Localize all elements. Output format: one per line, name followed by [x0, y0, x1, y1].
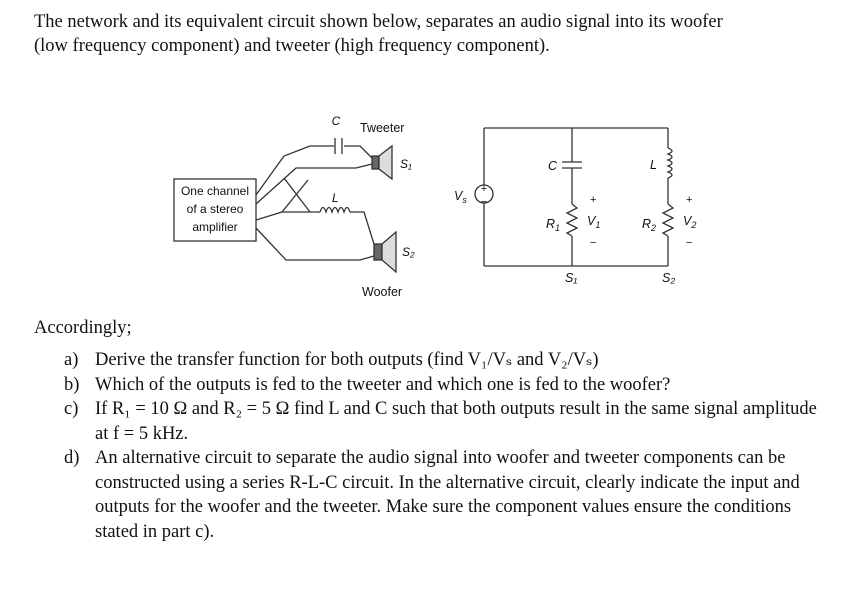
vs-label: Vs: [454, 189, 467, 205]
resistor-r2: [661, 203, 675, 237]
wire-amp-to-tweeter-low: [255, 163, 373, 205]
question-text: If R₁ = 10 Ω and R₂ = 5 Ω find L and C s…: [95, 399, 817, 444]
v1-label: V1: [587, 214, 600, 230]
accordingly-heading: Accordingly;: [34, 318, 132, 338]
left-s2-label: S₂: [402, 245, 415, 259]
left-s1-label: S₁: [400, 157, 412, 171]
tweeter-cone: [378, 144, 393, 181]
question-text: Derive the transfer function for both ou…: [95, 350, 599, 370]
resistor-r1: [565, 203, 579, 237]
amp-label-line-2: of a stereo: [187, 202, 244, 216]
question-label: c): [64, 399, 79, 419]
v1-minus: −: [590, 237, 596, 249]
r2-label: R2: [642, 217, 656, 233]
inductor-coil-right: [666, 147, 673, 179]
wire-cap-to-tweeter: [344, 145, 373, 159]
question-label: b): [64, 374, 80, 395]
question-list: a) Derive the transfer function for both …: [64, 348, 824, 544]
woofer-magnet: [373, 243, 383, 261]
right-s1-label: S₁: [565, 271, 577, 285]
crossover-network-diagram: [173, 138, 397, 274]
wire-ind-to-woofer: [350, 211, 375, 245]
right-s2-label: S₂: [662, 271, 675, 285]
right-labels: Vs + − C L R1 R2 + V1 − + V2 − S₁ S₂: [454, 158, 696, 285]
r1-label: R1: [546, 217, 560, 233]
source-plus: +: [481, 183, 487, 195]
question-b: b) Which of the outputs is fed to the twe…: [64, 373, 824, 398]
amp-label-line-3: amplifier: [192, 220, 237, 234]
amp-label-line-1: One channel: [181, 184, 249, 198]
question-c: c) If R₁ = 10 Ω and R₂ = 5 Ω find L and C…: [64, 397, 824, 446]
intro-line-1: The network and its equivalent circuit s…: [34, 12, 723, 32]
question-label: a): [64, 350, 79, 370]
woofer-cone: [381, 230, 397, 274]
v1-plus: +: [590, 194, 596, 206]
wire-amp-to-cap: [255, 145, 334, 196]
left-labels: One channel of a stereo amplifier C Twee…: [181, 114, 415, 299]
equivalent-circuit-diagram: [474, 127, 675, 267]
inductor-coil-left: [319, 206, 351, 215]
question-text: Which of the outputs is fed to the tweet…: [95, 374, 671, 395]
tweeter-magnet: [371, 155, 380, 170]
right-ind-label: L: [650, 158, 657, 172]
woofer-label: Woofer: [362, 285, 402, 299]
left-cap-label: C: [332, 114, 341, 128]
v2-minus: −: [686, 237, 692, 249]
question-label: d): [64, 448, 80, 468]
wire-amp-to-woofer-low: [255, 227, 375, 261]
tweeter-label: Tweeter: [360, 121, 404, 135]
source-minus: −: [481, 196, 487, 208]
v2-plus: +: [686, 194, 692, 206]
amplifier-box: [173, 178, 257, 242]
wire-cross-b: [281, 179, 309, 213]
left-ind-label: L: [332, 191, 339, 205]
wire-cross-a: [283, 177, 311, 213]
question-d: d) An alternative circuit to separate the…: [64, 446, 824, 544]
problem-intro: The network and its equivalent circuit s…: [34, 10, 834, 58]
intro-line-2: (low frequency component) and tweeter (h…: [34, 36, 550, 56]
question-a: a) Derive the transfer function for both …: [64, 348, 824, 373]
wire-amp-to-ind: [255, 211, 320, 221]
question-text: An alternative circuit to separate the a…: [95, 448, 800, 542]
v2-label: V2: [683, 214, 696, 230]
right-cap-label: C: [548, 159, 558, 173]
circuit-figure: One channel of a stereo amplifier C Twee…: [173, 114, 696, 299]
